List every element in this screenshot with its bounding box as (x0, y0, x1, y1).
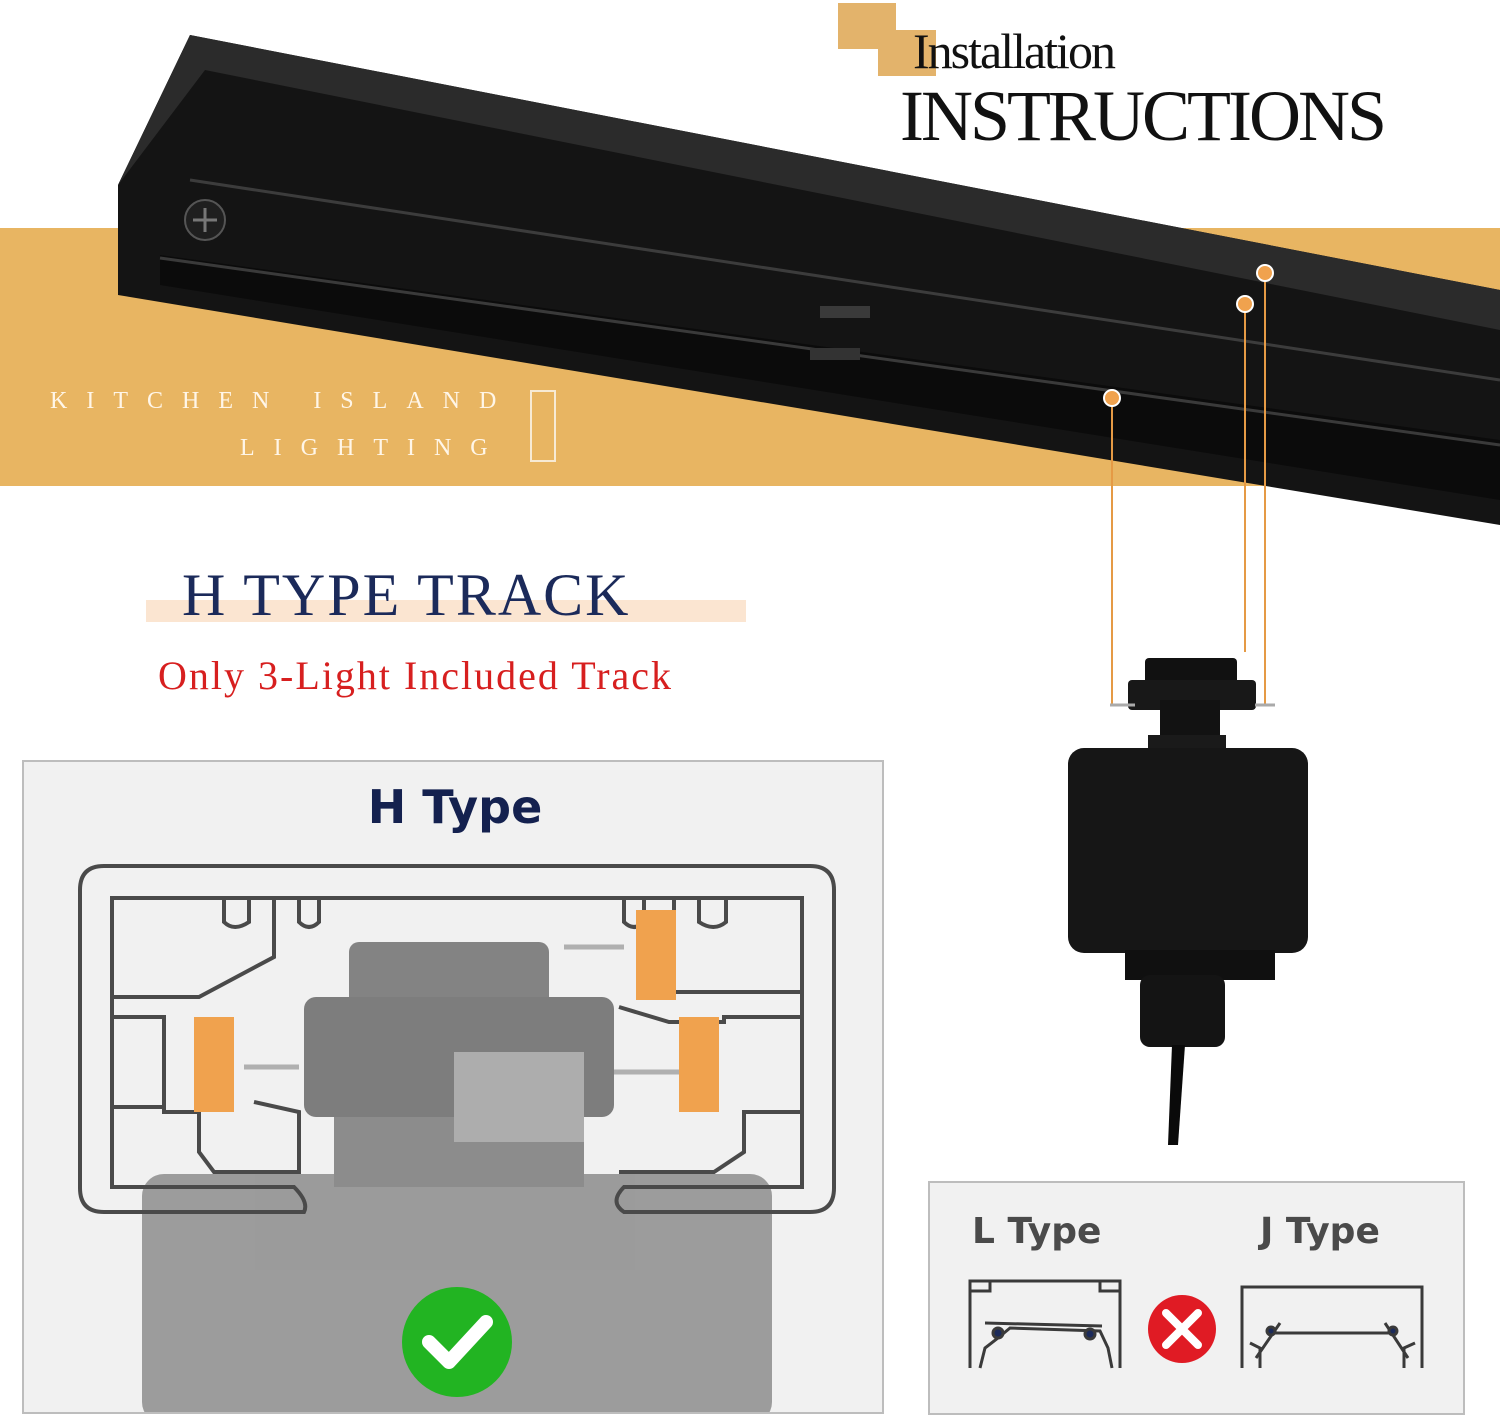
track-channel (160, 255, 1500, 500)
brand-frame (530, 390, 556, 462)
track-adapter (1068, 658, 1308, 1145)
h-type-panel: H Type (22, 760, 884, 1414)
track-top-face (118, 35, 1500, 330)
page-title-line-2: INSTRUCTIONS (900, 76, 1387, 156)
green-check-icon (402, 1287, 512, 1397)
j-type-diagram (1240, 1285, 1424, 1368)
section-subtitle: Only 3-Light Included Track (158, 653, 674, 698)
brand-line-2: LIGHTING (240, 435, 507, 461)
lj-type-panel: L Type J Type (928, 1181, 1465, 1415)
j-type-label: J Type (1260, 1211, 1380, 1252)
title-highlight (146, 600, 746, 622)
adapter-pins (244, 944, 679, 1075)
h-type-diagram (78, 864, 836, 1412)
l-type-label: L Type (972, 1211, 1102, 1252)
callout-lines (1103, 264, 1274, 705)
page-title-line-1: Installation (913, 23, 1116, 79)
l-type-diagram (968, 1279, 1122, 1369)
section-title: H TYPE TRACK (182, 562, 631, 628)
screw-icon (184, 199, 226, 241)
decorative-square (878, 30, 936, 76)
brand-line-1: KITCHEN ISLAND (50, 388, 516, 414)
contact-strips (194, 910, 719, 1112)
lj-type-diagrams (968, 1279, 1424, 1369)
h-type-label: H Type (367, 780, 543, 834)
red-x-icon (1148, 1295, 1216, 1363)
